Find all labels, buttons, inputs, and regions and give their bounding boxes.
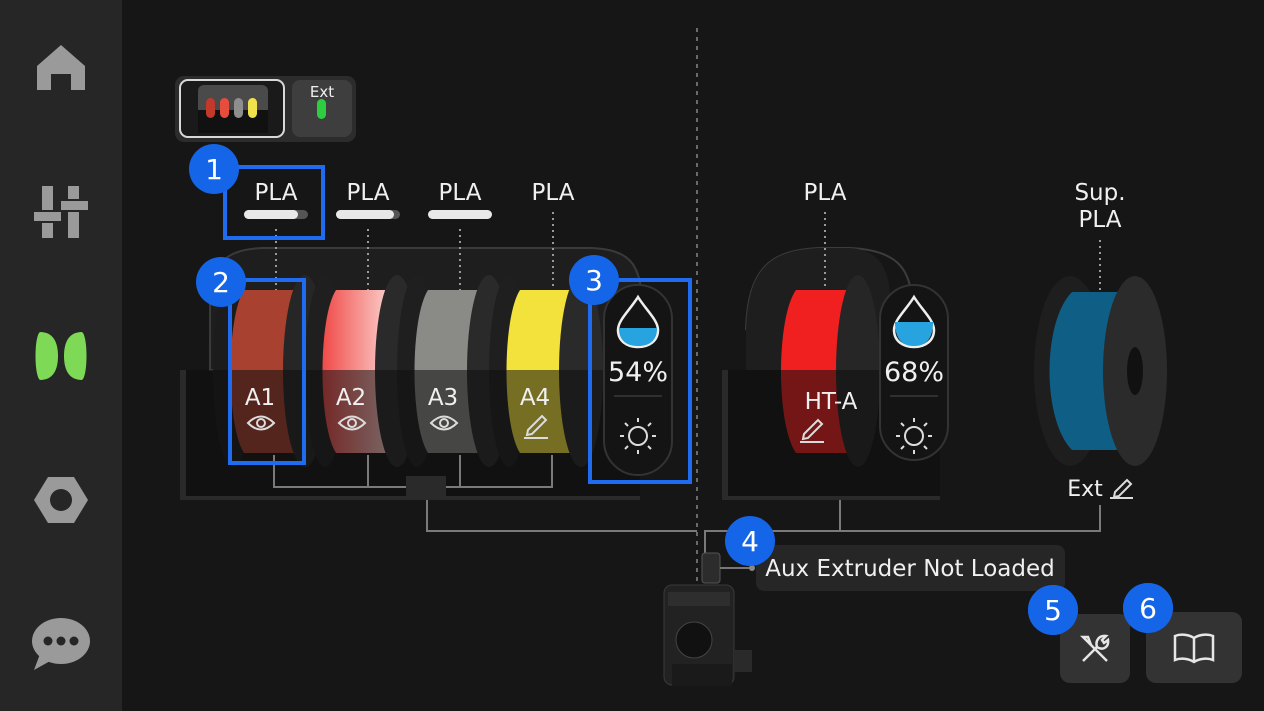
slot-a1-type: PLA [255, 180, 298, 206]
slot-a1-id: A1 [245, 385, 275, 411]
slot-a3-remaining-bar [428, 210, 492, 219]
nav-home[interactable] [0, 23, 122, 113]
unit-switcher: Ext [175, 76, 356, 142]
nav-settings[interactable] [0, 455, 122, 545]
remaining-bars [244, 210, 492, 219]
slot-a2-type: PLA [347, 180, 390, 206]
ext-unit-tab[interactable]: Ext [292, 80, 352, 137]
slot-a4-id: A4 [520, 385, 550, 411]
extruder-status-chip: Aux Extruder Not Loaded [756, 545, 1065, 591]
external-spool[interactable] [1034, 276, 1167, 466]
nav-messages[interactable] [0, 599, 122, 689]
slot-labels: PLA PLA PLA PLA [255, 180, 575, 206]
home-icon [37, 45, 85, 90]
nav-controls[interactable] [0, 167, 122, 257]
guide-button[interactable] [1146, 612, 1242, 683]
svg-text:1: 1 [205, 153, 223, 186]
slot-a1-remaining-bar [244, 210, 298, 219]
dry-sun-icon [896, 418, 932, 454]
eye-icon[interactable] [337, 415, 367, 431]
highlight-box-3 [588, 278, 692, 484]
book-icon [1173, 632, 1215, 664]
slot-ht-a-type: PLA [804, 180, 847, 206]
highlight-box-2 [228, 278, 306, 465]
chat-icon [32, 618, 90, 670]
svg-text:2: 2 [212, 266, 230, 299]
ext-type-line2: PLA [1079, 207, 1122, 233]
slot-ht-a-id: HT-A [805, 389, 858, 415]
nav-filament[interactable] [0, 311, 122, 401]
svg-text:3: 3 [585, 264, 603, 297]
slot-a2-remaining-bar [336, 210, 394, 219]
ams-humidity-value: 54% [608, 357, 668, 388]
ams-unit [180, 247, 697, 532]
tools-button[interactable] [1060, 614, 1130, 683]
highlight-box-1 [223, 165, 325, 240]
slot-a4-type: PLA [532, 180, 575, 206]
humidity-drop-icon [892, 294, 936, 349]
toolhead [663, 552, 755, 686]
slot-a3-type: PLA [439, 180, 482, 206]
ext-label: Ext [1067, 477, 1103, 502]
ams-unit-tab[interactable] [179, 79, 285, 138]
ext-color-chip [317, 99, 326, 119]
pencil-icon[interactable] [800, 418, 824, 443]
eye-icon[interactable] [429, 415, 459, 431]
ams-ht-humidity-panel[interactable]: 68% [879, 284, 949, 461]
sliders-icon [34, 186, 88, 238]
badge-3: 3 [569, 255, 619, 305]
badge-1: 1 [189, 144, 239, 194]
pencil-icon[interactable] [1110, 478, 1133, 499]
badge-4: 4 [725, 516, 775, 566]
ams-ht-humidity-value: 68% [884, 357, 944, 388]
ext-type-line1: Sup. [1074, 180, 1125, 206]
tools-icon [1079, 634, 1110, 662]
dry-sun-icon [620, 418, 656, 454]
extruder-status-text: Aux Extruder Not Loaded [765, 556, 1054, 582]
slot-a3-id: A3 [428, 385, 458, 411]
humidity-drop-icon [616, 294, 660, 349]
sidebar [0, 0, 122, 711]
slot-a2-id: A2 [336, 385, 366, 411]
badge-2: 2 [196, 257, 246, 307]
svg-text:4: 4 [741, 525, 759, 558]
eye-icon[interactable] [246, 415, 276, 431]
pencil-icon[interactable] [524, 414, 548, 439]
filament-icon [35, 332, 87, 380]
ams-humidity-panel[interactable]: 54% [603, 284, 673, 476]
nut-icon [34, 477, 88, 523]
ext-tab-label: Ext [310, 83, 334, 101]
